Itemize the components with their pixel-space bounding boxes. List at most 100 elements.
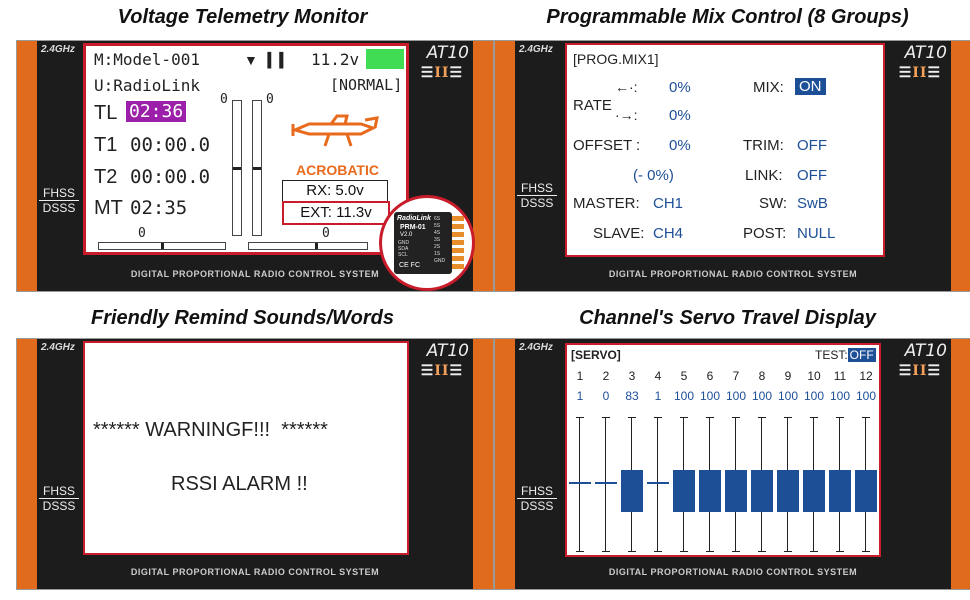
warning-message: ****** WARNINGF!!! ****** (93, 419, 328, 441)
servo-track-cap (706, 551, 714, 552)
servo-track-cap (836, 417, 844, 418)
frame-edge-left (17, 339, 37, 589)
channel-value: 100 (855, 389, 877, 403)
servo-track-cap (732, 417, 740, 418)
servo-track-cap (810, 417, 818, 418)
trim-value[interactable]: OFF (797, 137, 827, 154)
servo-track-cap (602, 551, 610, 552)
frequency-label: 2.4GHz (41, 342, 75, 353)
model-badge: AT10 (426, 43, 469, 63)
servo-bar (569, 482, 591, 484)
servo-bar (855, 470, 877, 512)
servo-track-cap (654, 551, 662, 552)
receiver-module: RadioLink PRM-01 V2.0 GND SDA SCL 6S 5S … (394, 212, 452, 274)
frequency-label: 2.4GHz (519, 44, 553, 55)
frequency-label: 2.4GHz (41, 44, 75, 55)
channel-number: 2 (602, 369, 610, 383)
user-name: U:RadioLink (94, 76, 200, 95)
model-name: M:Model-001 (94, 50, 200, 69)
channel-value: 100 (725, 389, 747, 403)
servo-bar (751, 470, 773, 512)
mt-label: MT (94, 197, 123, 219)
remind-lcd: ****** WARNINGF!!! ****** RSSI ALARM !! (83, 341, 409, 555)
post-label: POST: (743, 225, 787, 242)
trim-zero-bottom-left: 0 (138, 226, 146, 241)
system-footer: DIGITAL PROPORTIONAL RADIO CONTROL SYSTE… (130, 567, 380, 577)
rate-down-value[interactable]: 0% (669, 107, 691, 124)
servo-track-cap (784, 551, 792, 552)
frequency-label: 2.4GHz (519, 342, 553, 353)
channel-value: 100 (777, 389, 799, 403)
servo-track-cap (602, 417, 610, 418)
model-badge: AT10 (426, 341, 469, 361)
link-label: LINK: (745, 167, 783, 184)
frame-edge-right (951, 339, 970, 589)
offset-label: OFFSET : (573, 137, 641, 154)
rate-up-value[interactable]: 0% (669, 79, 691, 96)
servo-header: [SERVO] (571, 348, 621, 362)
channel-number: 12 (859, 369, 873, 383)
channel-number: 7 (732, 369, 740, 383)
channel-number: 10 (807, 369, 821, 383)
receiver-module-inset: RadioLink PRM-01 V2.0 GND SDA SCL 6S 5S … (379, 195, 475, 291)
test-control[interactable]: TEST:OFF (815, 348, 876, 362)
channel-value: 100 (829, 389, 851, 403)
frame-edge-left (495, 339, 515, 589)
voltage-panel-title: Voltage Telemetry Monitor (117, 6, 368, 28)
mix-toggle[interactable]: ON (795, 78, 826, 95)
master-value[interactable]: CH1 (653, 195, 684, 212)
frame-edge-right (951, 41, 970, 291)
roman-badge: ☰II☰ (898, 363, 941, 379)
vertical-trim-left (232, 100, 242, 236)
trim-zero-right: 0 (266, 92, 274, 107)
servo-bar (803, 470, 825, 512)
servo-bar (777, 470, 799, 512)
trim-zero-bottom-right: 0 (322, 226, 330, 241)
servo-track-cap (654, 417, 662, 418)
servo-track-cap (862, 551, 870, 552)
servo-track-cap (680, 417, 688, 418)
channel-number: 6 (706, 369, 714, 383)
servo-track-cap (628, 417, 636, 418)
servo-track (579, 417, 580, 551)
t2-label: T2 (94, 166, 118, 188)
post-value[interactable]: NULL (797, 225, 836, 242)
frame-edge-right (473, 339, 493, 589)
link-value[interactable]: OFF (797, 167, 827, 184)
servo-track-cap (862, 417, 870, 418)
tl-timer: 02:36 (126, 101, 187, 122)
servo-bar (647, 482, 669, 484)
ext-voltage: EXT: 11.3v (282, 201, 390, 225)
mix-lcd: [PROG.MIX1] RATE ←·: 0% ·→: 0% MIX: ON O… (565, 43, 885, 257)
system-footer: DIGITAL PROPORTIONAL RADIO CONTROL SYSTE… (130, 269, 380, 279)
t1-label: T1 (94, 134, 118, 156)
frame-edge-right (473, 41, 493, 291)
certification-marks: CE FC (399, 262, 420, 269)
frame-edge-left (17, 41, 37, 291)
sw-label: SW: (759, 195, 788, 212)
servo-track-cap (576, 417, 584, 418)
receiver-version: V2.0 (400, 232, 413, 238)
channel-value: 83 (625, 389, 639, 403)
sw-value[interactable]: SwB (797, 195, 828, 212)
mix-label: MIX: (753, 79, 784, 96)
horizontal-trim-left (98, 242, 226, 250)
roman-badge: ☰II☰ (420, 363, 463, 379)
offset-value[interactable]: 0% (669, 137, 691, 154)
receiver-cell-labels: 6S 5S 4S 3S 2S 1S GND (434, 216, 446, 264)
horizontal-trim-right (248, 242, 368, 250)
tx-voltage: 11.2v (311, 50, 360, 69)
roman-badge: ☰II☰ (420, 65, 463, 81)
flight-mode: [NORMAL] (330, 76, 403, 94)
slave-value[interactable]: CH4 (653, 225, 684, 242)
system-footer: DIGITAL PROPORTIONAL RADIO CONTROL SYSTE… (608, 567, 858, 577)
servo-bar (621, 470, 643, 512)
trim-zero-left: 0 (220, 92, 228, 107)
channel-number: 8 (758, 369, 766, 383)
channel-value: 1 (576, 389, 584, 403)
